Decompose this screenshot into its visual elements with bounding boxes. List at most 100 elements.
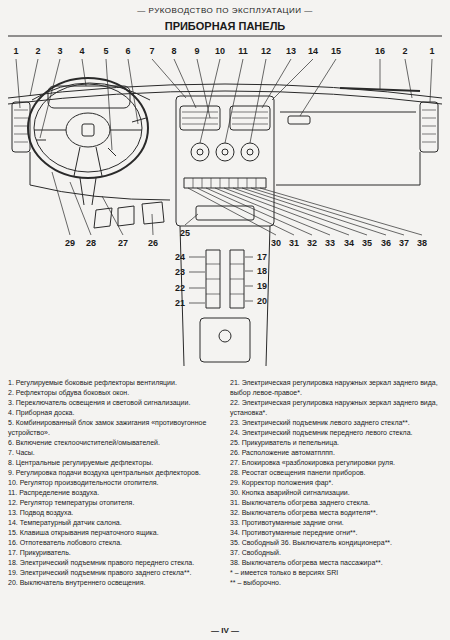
callout-number: 34 <box>341 238 357 248</box>
callout-number: 4 <box>74 46 90 56</box>
leader-line <box>245 286 253 287</box>
callout-number: 1 <box>8 46 24 56</box>
centre-vent-right <box>230 106 270 130</box>
steering-wheel <box>28 78 148 178</box>
leader-line <box>405 59 412 98</box>
leader-line <box>245 271 253 272</box>
callout-number: 25 <box>177 228 193 238</box>
callout-number: 36 <box>378 238 394 248</box>
callout-number: 15 <box>328 46 344 56</box>
key-entry: 16. Отпотеватель лобового стекла. <box>8 538 222 548</box>
callout-number: 12 <box>258 46 274 56</box>
key-entry: 32. Выключатель обогрева места водителя*… <box>230 508 444 518</box>
key-entry: 2. Рефлекторы обдува боковых окон. <box>8 388 222 398</box>
callout-number: 17 <box>254 252 270 262</box>
leader-line <box>16 59 20 108</box>
callout-number: 23 <box>172 267 188 277</box>
right-vent <box>420 102 438 152</box>
wheel-spokes <box>34 130 142 176</box>
key-entry: 12. Регулятор температуры отопителя. <box>8 498 222 508</box>
key-entry: 6. Включение стеклоочистителей/омывателе… <box>8 438 222 448</box>
stalks <box>36 118 146 156</box>
callout-number: 31 <box>286 238 302 248</box>
callout-number: 21 <box>172 298 188 308</box>
page-title: ПРИБОРНАЯ ПАНЕЛЬ <box>0 20 450 32</box>
key-entry: 11. Распределение воздуха. <box>8 488 222 498</box>
leader-line <box>250 59 266 143</box>
callout-number: 3 <box>52 46 68 56</box>
leader-line <box>102 196 123 235</box>
leader-line <box>152 214 153 235</box>
key-entry: 17. Прикуриватель. <box>8 548 222 558</box>
key-entry: 33. Противотуманные задние огни. <box>230 518 444 528</box>
key-entry: 9. Регулировка подачи воздуха центральны… <box>8 468 222 478</box>
steering-hub <box>66 113 110 147</box>
leader-line <box>128 59 138 124</box>
centre-vent-left <box>180 106 220 130</box>
leader-line <box>40 59 60 138</box>
callout-number: 6 <box>120 46 136 56</box>
callout-number: 32 <box>304 238 320 248</box>
instrument-cluster <box>48 86 130 108</box>
leader-line <box>245 301 253 302</box>
dash-lower-left <box>30 152 170 200</box>
key-entry: 7. Часы. <box>8 448 222 458</box>
leader-line <box>189 303 205 304</box>
leader-line <box>260 188 422 235</box>
callout-number: 9 <box>189 46 205 56</box>
callout-number: 11 <box>235 46 251 56</box>
key-entry: 18. Электрический подъемник правого пере… <box>8 558 222 568</box>
title-rule <box>8 35 442 36</box>
callout-number: 1 <box>424 46 440 56</box>
callout-number: 30 <box>268 238 284 248</box>
key-entry: 1. Регулируемые боковые рефлекторы венти… <box>8 378 222 388</box>
callout-number: 5 <box>98 46 114 56</box>
leader-line <box>272 59 313 100</box>
leader-line <box>189 272 205 273</box>
callout-number: 8 <box>166 46 182 56</box>
key-entry: 24. Электрический подъемник переднего ле… <box>230 428 444 438</box>
glovebox-lower <box>276 152 420 185</box>
callout-number: 18 <box>254 266 270 276</box>
gear-surround <box>200 318 250 362</box>
knob <box>216 143 234 161</box>
key-entry: 35. Свободный 36. Выключатель кондиционе… <box>230 538 444 548</box>
key-entry: 8. Центральные регулируемые дефлекторы. <box>8 458 222 468</box>
leader-line <box>430 59 432 102</box>
leader-line <box>233 188 367 235</box>
leader-line <box>215 188 330 235</box>
key-entry: 4. Приборная доска. <box>8 408 222 418</box>
callout-number: 29 <box>62 238 78 248</box>
key-entry: 37. Свободный. <box>230 548 444 558</box>
key-entry: 15. Клавиша открывания перчаточного ящик… <box>8 528 222 538</box>
switch-row <box>184 178 266 188</box>
leader-line <box>225 59 243 143</box>
key-entry: 29. Корректор положения фар*. <box>230 478 444 488</box>
leader-line <box>82 59 86 86</box>
key-entry: 20. Выключатель внутреннего освещения. <box>8 578 222 588</box>
leader-line <box>52 172 70 235</box>
callout-number: 16 <box>372 46 388 56</box>
leader-line <box>242 188 386 235</box>
callout-number: 38 <box>414 238 430 248</box>
callout-number: 14 <box>305 46 321 56</box>
callout-number: 13 <box>283 46 299 56</box>
callout-number: 37 <box>396 238 412 248</box>
key-entry: 23. Электрический подъемник левого задне… <box>230 418 444 428</box>
gear-knob <box>219 330 231 342</box>
key-entry: 10. Регулятор производительности отопите… <box>8 478 222 488</box>
leader-line <box>245 257 253 258</box>
callout-number: 20 <box>254 296 270 306</box>
key-entry: 5. Комбинированный блок замок зажигания … <box>8 418 222 438</box>
callout-number: 33 <box>322 238 338 248</box>
callout-number: 7 <box>144 46 160 56</box>
pedals <box>94 202 164 228</box>
leader-line <box>206 188 312 235</box>
key-entry: ** – выборочно. <box>230 578 444 588</box>
callout-number: 28 <box>83 238 99 248</box>
callout-number: 10 <box>212 46 228 56</box>
leader-line <box>30 59 38 96</box>
glovebox-latch <box>288 116 310 124</box>
leader-line <box>174 59 196 108</box>
